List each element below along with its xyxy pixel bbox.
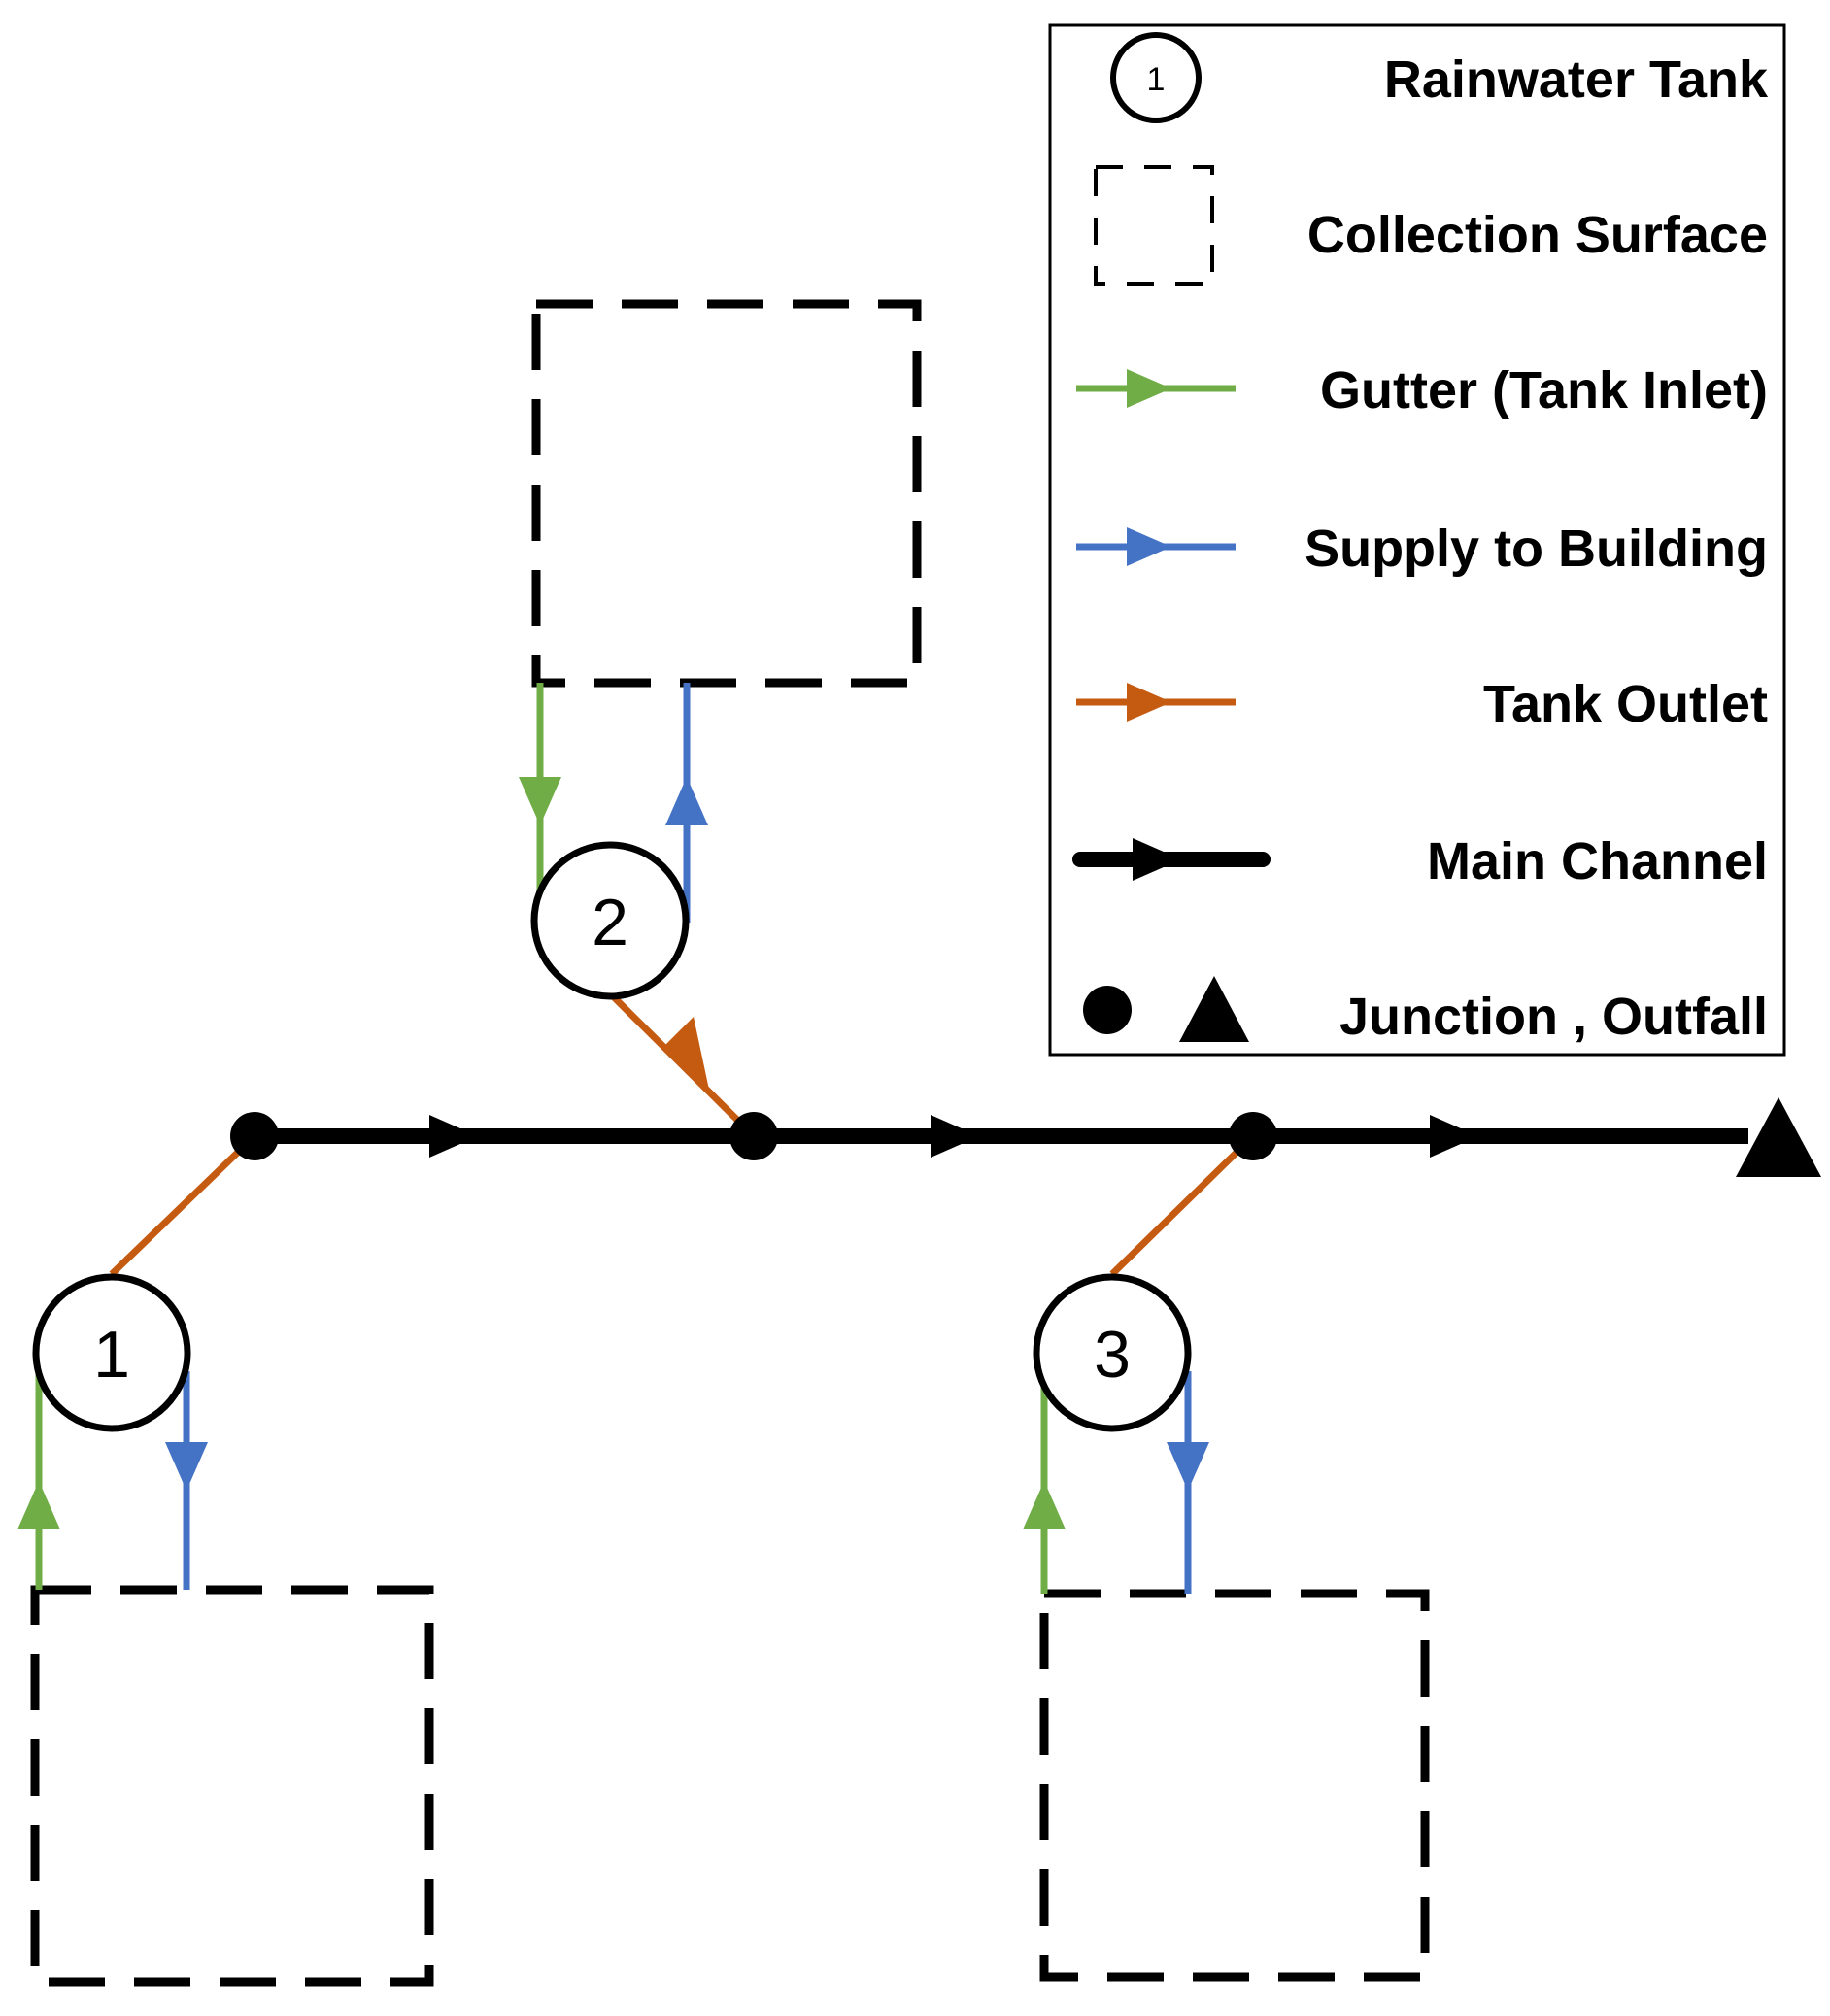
rainwater-tank-3: 3 [1033,1273,1192,1432]
legend-outlet-label: Tank Outlet [1483,675,1768,733]
outfall [1736,1097,1821,1177]
legend-tank-symbol [1110,32,1202,123]
collection-surface-2 [531,299,922,688]
legend-box [1048,23,1786,1057]
junction-2 [729,1112,778,1160]
rainwater-tank-2: 2 [530,841,690,1000]
supply-3-arrow [1167,1442,1209,1491]
junction-1 [230,1112,279,1160]
junction-3 [1229,1112,1277,1160]
collection-surface-3 [1039,1589,1430,1982]
supply-1-arrow [165,1442,208,1491]
channel-arrow-1 [429,1115,478,1158]
supply-2-arrow [665,777,708,825]
legend-outfall-symbol [1179,976,1249,1042]
tank-2-label: 2 [592,886,628,959]
legend-supply-label: Supply to Building [1305,520,1768,578]
legend-supply-arrow [1127,527,1171,566]
tank-outlet-3-arrow [1136,1193,1193,1255]
channel-arrow-3 [1430,1115,1478,1158]
legend-collection-surface-label: Collection Surface [1307,206,1768,264]
legend: 1 Rainwater Tank Collection Surface Gutt… [1048,23,1786,1057]
legend-gutter-arrow [1127,369,1171,408]
rainwater-tank-1: 1 [32,1273,191,1432]
legend-gutter-label: Gutter (Tank Inlet) [1320,361,1768,420]
tank-outlet-2-arrow [662,1017,709,1090]
legend-main-channel-label: Main Channel [1427,832,1768,890]
legend-rainwater-tank-label: Rainwater Tank [1384,50,1769,109]
tank-outlet-1 [109,1133,257,1277]
legend-outlet-arrow [1127,683,1171,722]
legend-junction-symbol [1083,986,1132,1034]
legend-tank-symbol-label: 1 [1147,61,1166,98]
legend-surface-symbol [1094,165,1214,286]
gutter-3-arrow [1023,1481,1066,1529]
gutter-2-arrow [519,777,561,825]
channel-arrow-2 [931,1115,979,1158]
collection-surface-1 [30,1585,434,1987]
tank-1-label: 1 [93,1318,130,1392]
gutter-1-arrow [17,1481,60,1529]
legend-channel-arrow [1133,838,1181,881]
legend-junction-outfall-label: Junction , Outfall [1339,988,1768,1046]
tank-outlet-1-arrow [136,1193,192,1255]
tank-3-label: 3 [1094,1318,1131,1392]
tank-outlet-3 [1109,1133,1256,1277]
